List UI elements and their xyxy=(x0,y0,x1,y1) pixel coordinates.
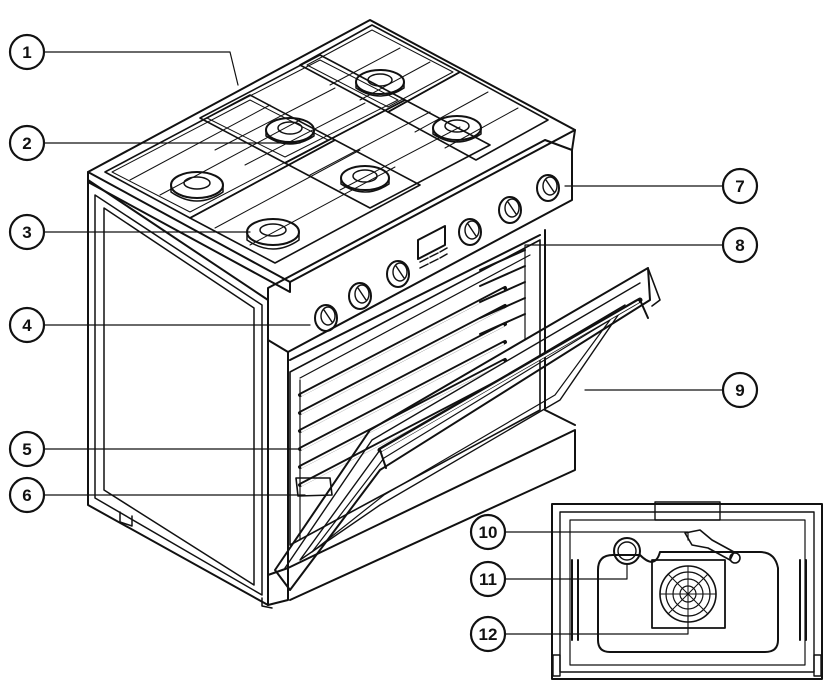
callout-4 xyxy=(8,306,46,344)
burners xyxy=(170,69,482,250)
cooktop-grates xyxy=(104,24,549,264)
callout-6 xyxy=(8,476,46,514)
callout-label-6: 6 xyxy=(22,486,31,505)
callout-2 xyxy=(8,124,46,162)
range-body xyxy=(87,19,576,609)
leader-lines xyxy=(44,51,723,635)
control-knob xyxy=(314,304,338,332)
callout-label-2: 2 xyxy=(22,134,31,153)
burner xyxy=(170,171,224,202)
control-knob xyxy=(348,282,372,310)
control-knob xyxy=(386,260,410,288)
temperature-sensor xyxy=(613,537,641,565)
callout-label-7: 7 xyxy=(735,177,744,196)
callout-5 xyxy=(8,430,46,468)
callout-label-11: 11 xyxy=(479,570,497,589)
control-knob xyxy=(498,196,522,224)
callout-badges xyxy=(8,33,759,653)
burner xyxy=(246,218,300,250)
callout-label-12: 12 xyxy=(479,625,498,644)
callout-labels: 1 2 3 4 5 6 7 8 9 10 11 12 xyxy=(22,43,744,644)
callout-9 xyxy=(721,371,759,409)
oven-door-hinge xyxy=(295,477,333,497)
callout-12 xyxy=(469,615,507,653)
burner xyxy=(355,69,405,97)
control-knob xyxy=(458,218,482,246)
callout-7 xyxy=(721,167,759,205)
callout-11 xyxy=(469,560,507,598)
callout-label-4: 4 xyxy=(22,316,32,335)
oven-cavity xyxy=(289,239,541,546)
callout-10 xyxy=(469,513,507,551)
oven-door xyxy=(274,267,661,591)
control-display xyxy=(417,225,448,269)
callout-label-1: 1 xyxy=(22,43,31,62)
callout-3 xyxy=(8,213,46,251)
callout-label-10: 10 xyxy=(479,523,498,542)
callout-label-8: 8 xyxy=(735,236,744,255)
callout-1 xyxy=(8,33,46,71)
control-knobs xyxy=(314,174,560,332)
callout-8 xyxy=(721,226,759,264)
callout-label-5: 5 xyxy=(22,440,31,459)
burner xyxy=(340,165,390,193)
callout-label-9: 9 xyxy=(735,381,744,400)
oven-light xyxy=(684,529,741,564)
oven-door-handle xyxy=(377,297,649,469)
burner xyxy=(432,115,482,143)
burner xyxy=(265,117,315,145)
callout-label-3: 3 xyxy=(22,223,31,242)
oven-interior-inset xyxy=(551,501,823,680)
control-knob xyxy=(536,174,560,202)
